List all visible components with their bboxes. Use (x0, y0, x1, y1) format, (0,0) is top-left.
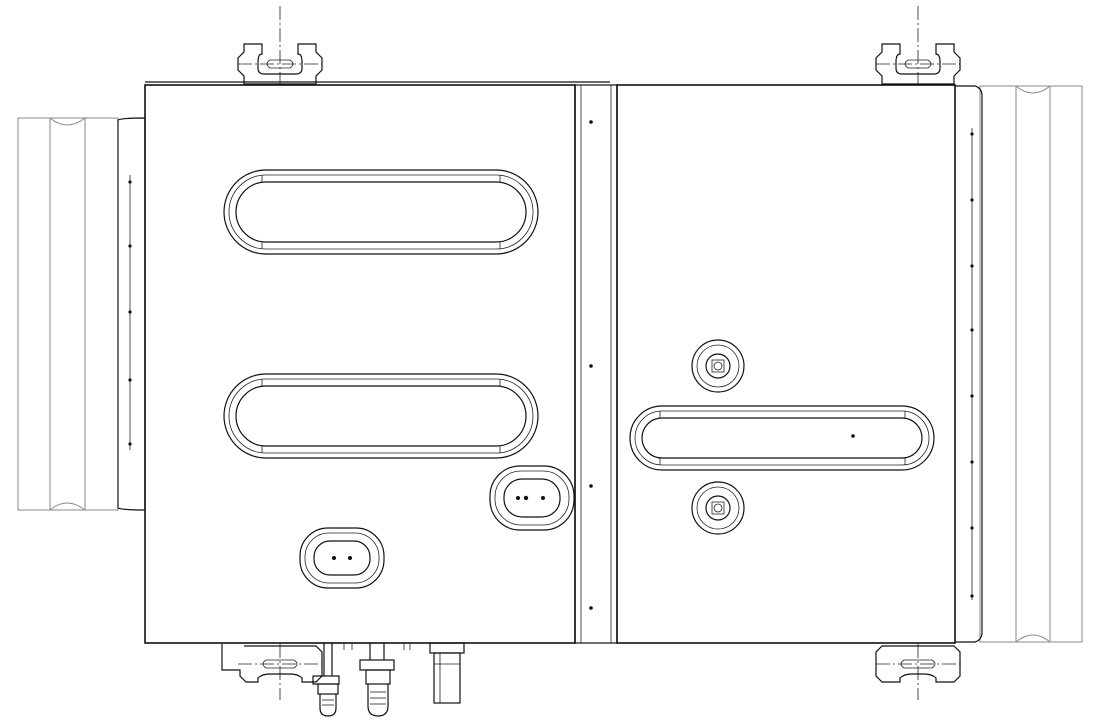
heater-slot-middle (223, 373, 539, 459)
right-housing (616, 84, 956, 644)
heater-slot-top (223, 169, 539, 255)
hanger-bracket-bottom-left (221, 644, 323, 700)
cable-gland-bottom (691, 481, 745, 535)
terminal-box-lower-left (299, 527, 385, 589)
cable-gland-top (691, 339, 745, 393)
connector-fittings (312, 642, 465, 717)
hanger-bracket-top-left (237, 6, 323, 85)
heater-slot-right (629, 405, 935, 471)
right-duct-collar (955, 85, 1083, 643)
hanger-bracket-bottom-right (875, 644, 962, 700)
center-seam-flange (574, 84, 618, 644)
left-duct-collar (17, 117, 146, 511)
left-housing (144, 81, 610, 644)
terminal-box-center (489, 465, 575, 531)
hanger-bracket-top-right (875, 6, 961, 85)
